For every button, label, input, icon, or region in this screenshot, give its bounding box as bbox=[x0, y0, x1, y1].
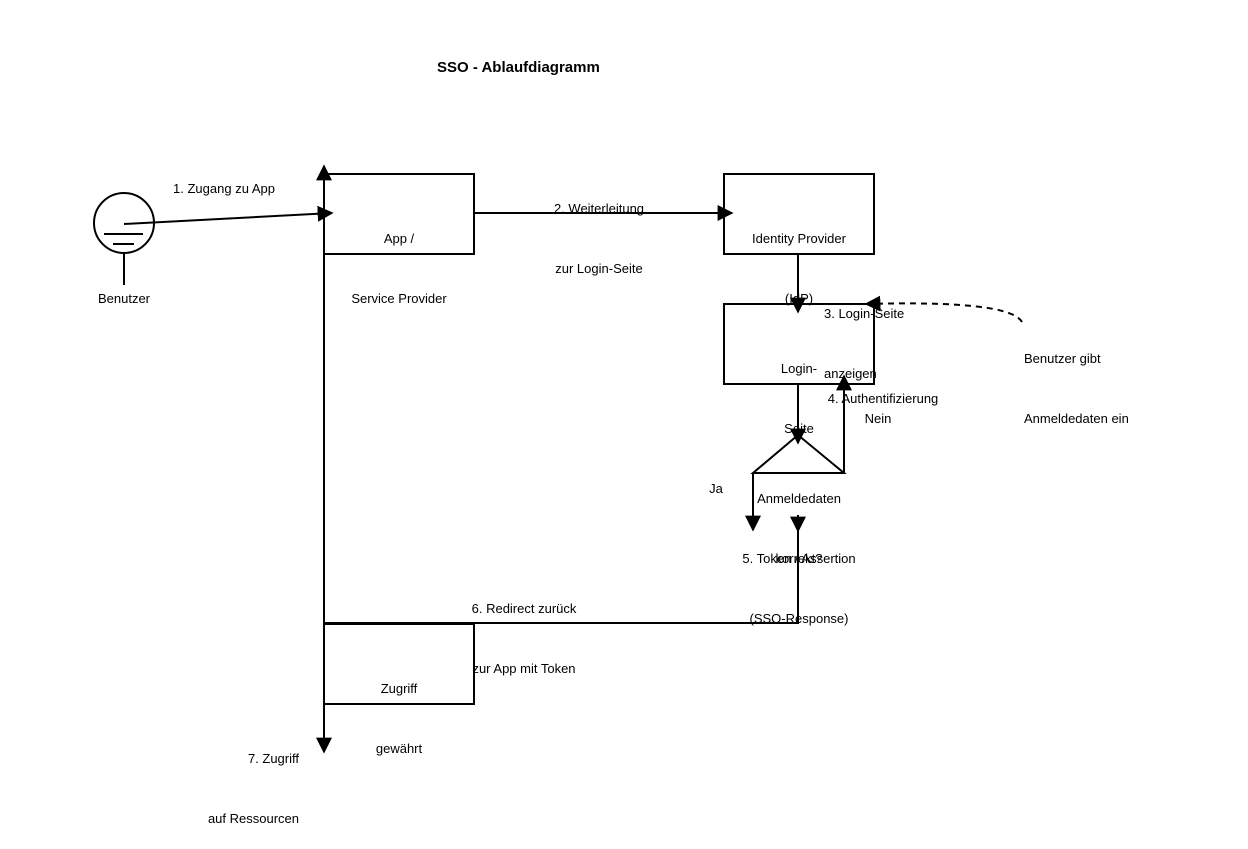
edge-step6 bbox=[324, 520, 799, 624]
edge-step5-line2: (SSO-Response) bbox=[749, 611, 849, 626]
node-app-line2: Service Provider bbox=[351, 291, 447, 306]
node-access-label: Zugriff gewährt bbox=[376, 639, 422, 779]
edge-step2-line1: 2. Weiterleitung bbox=[553, 201, 645, 216]
edge-no-label: Nein bbox=[864, 411, 892, 426]
edge-step7-line2: auf Ressourcen bbox=[207, 811, 299, 826]
edge-user-input-line1: Benutzer gibt bbox=[1024, 351, 1101, 366]
node-access-line1: Zugriff bbox=[380, 681, 418, 696]
node-idp-box[interactable] bbox=[723, 173, 875, 255]
edge-step1-label: 1. Zugang zu App bbox=[173, 181, 275, 196]
node-idp-line1: Identity Provider bbox=[752, 231, 846, 246]
node-decision-line1: Anmeldedaten bbox=[757, 491, 841, 506]
node-app-box[interactable] bbox=[323, 173, 475, 255]
edge-step6-line1: 6. Redirect zurück bbox=[471, 601, 577, 616]
node-decision-line2: korrekt? bbox=[775, 551, 823, 566]
node-access-box[interactable] bbox=[323, 623, 475, 705]
actor-label: Benutzer bbox=[97, 291, 151, 306]
edge-step6-line2: zur App mit Token bbox=[472, 661, 576, 676]
edge-step2-line2: zur Login-Seite bbox=[555, 261, 643, 276]
edge-step7-label: 7. Zugriff auf Ressourcen bbox=[208, 709, 299, 849]
diagram-title: SSO - Ablaufdiagramm bbox=[437, 59, 600, 76]
actor-benutzer-icon[interactable] bbox=[93, 192, 155, 285]
edge-step7-line1: 7. Zugriff bbox=[247, 751, 299, 766]
edge-step5-label: 5. Token / Assertion (SSO-Response) bbox=[742, 509, 855, 649]
node-login-line1: Login- bbox=[780, 361, 818, 376]
edge-step5-line1: 5. Token / Assertion bbox=[742, 551, 856, 566]
node-decision-label: Anmeldedaten korrekt? bbox=[757, 449, 841, 589]
node-idp-label: Identity Provider (IdP) bbox=[752, 189, 846, 329]
edge-user-input bbox=[864, 295, 1023, 323]
edge-user-input-label: Benutzer gibt Anmeldedaten ein bbox=[1024, 309, 1129, 449]
edge-step1 bbox=[123, 205, 334, 225]
edge-user-input-line2: Anmeldedaten ein bbox=[1024, 411, 1129, 426]
node-access-line2: gewährt bbox=[375, 741, 423, 756]
edge-step6-label: 6. Redirect zurück zur App mit Token bbox=[472, 559, 577, 699]
edge-step4-label: 4. Authentifizierung bbox=[827, 391, 939, 406]
edge-step3-line1: 3. Login-Seite bbox=[824, 306, 905, 321]
node-idp-line2: (IdP) bbox=[784, 291, 814, 306]
node-app-label: App / Service Provider bbox=[351, 189, 446, 329]
node-login-label: Login- Seite bbox=[781, 319, 817, 459]
node-login-line2: Seite bbox=[784, 421, 814, 436]
node-login-box[interactable] bbox=[723, 303, 875, 385]
edge-step3-line2: anzeigen bbox=[824, 366, 877, 381]
edge-yes-label: Ja bbox=[709, 481, 723, 496]
node-app-line1: App / bbox=[383, 231, 415, 246]
node-decision-shape[interactable] bbox=[750, 433, 847, 474]
edge-step3-label: 3. Login-Seite anzeigen bbox=[824, 264, 904, 404]
edge-step2-label: 2. Weiterleitung zur Login-Seite bbox=[554, 159, 644, 299]
